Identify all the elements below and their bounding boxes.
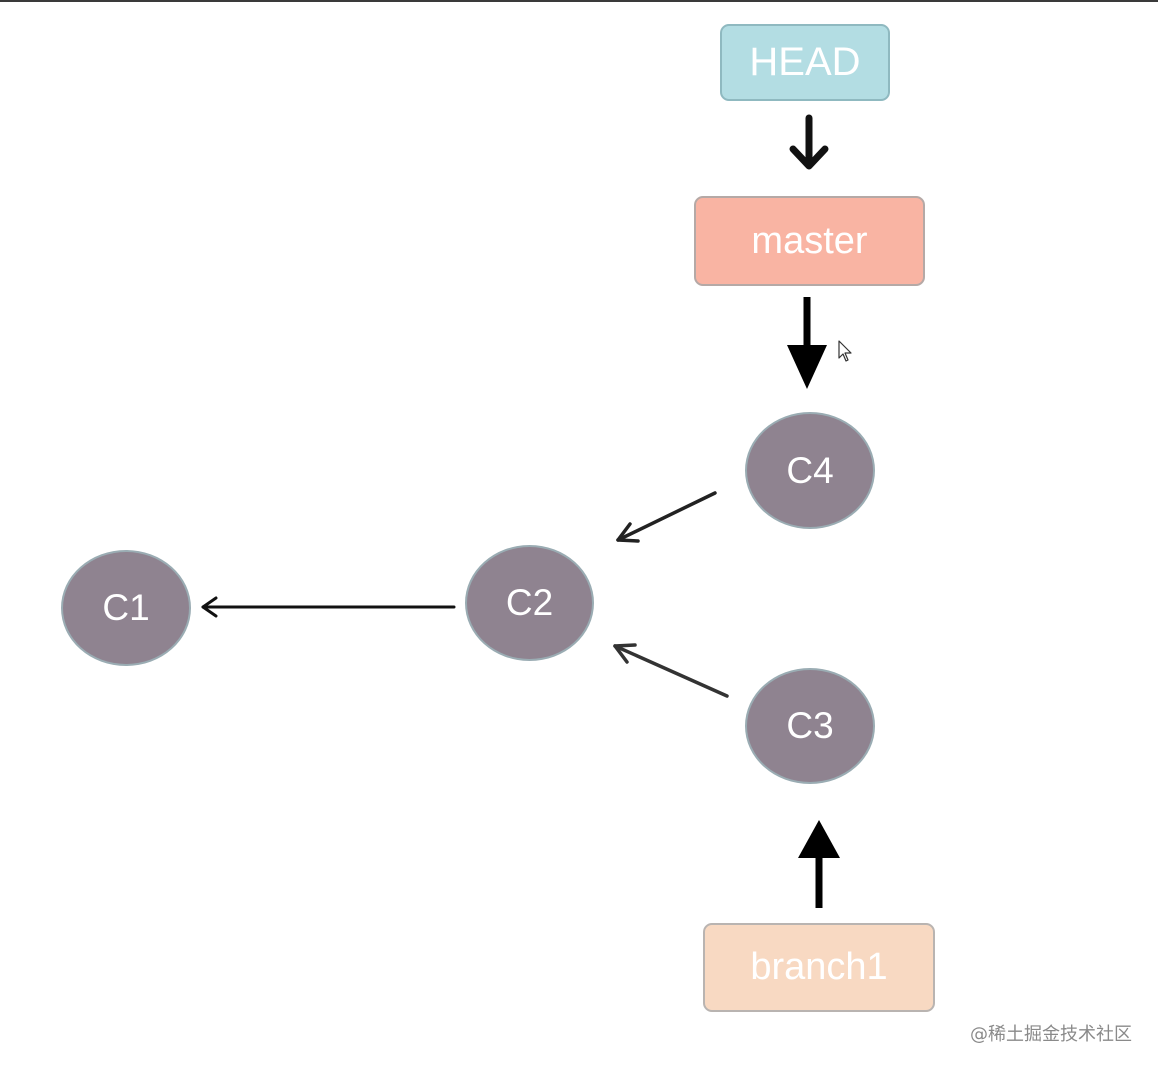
commit-c2: C2 xyxy=(465,545,594,661)
master-label: master xyxy=(751,219,868,262)
commit-c4: C4 xyxy=(745,412,875,529)
head-label: HEAD xyxy=(749,40,861,84)
commit-c3-label: C3 xyxy=(786,705,834,746)
commit-c2-label: C2 xyxy=(505,582,554,623)
branch1-label: branch1 xyxy=(750,946,888,988)
commit-c1: C1 xyxy=(61,550,191,666)
commit-c3: C3 xyxy=(745,668,875,784)
arrow-head-to-master xyxy=(789,114,829,170)
arrow-c2-to-c1 xyxy=(201,596,456,618)
head-ref-box: HEAD xyxy=(720,24,890,101)
top-border xyxy=(0,0,1158,2)
arrow-c3-to-c2 xyxy=(613,643,729,698)
watermark-text: @稀土掘金技术社区 xyxy=(970,1024,1132,1045)
master-branch-box: master xyxy=(694,196,925,286)
branch1-box: branch1 xyxy=(703,923,935,1012)
arrow-master-to-c4 xyxy=(787,297,827,389)
mouse-cursor-icon xyxy=(838,340,852,362)
commit-c1-label: C1 xyxy=(102,587,150,628)
arrow-branch1-to-c3 xyxy=(798,820,840,908)
arrow-c4-to-c2 xyxy=(616,491,717,543)
commit-c4-label: C4 xyxy=(786,449,834,491)
